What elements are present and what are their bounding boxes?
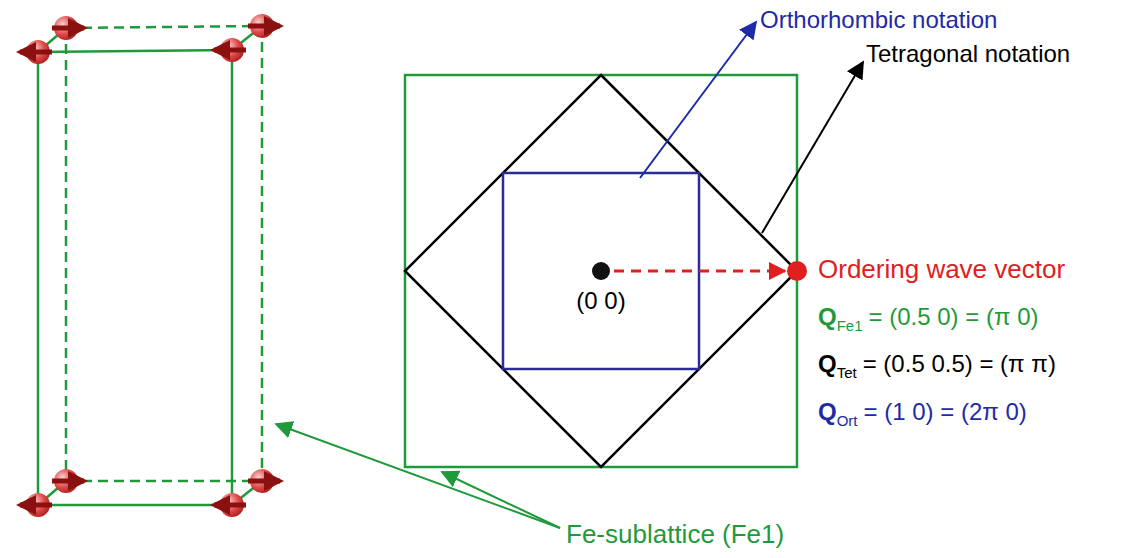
label: Ordering wave vector [818, 255, 1065, 285]
label: Fe-sublattice (Fe1) [566, 520, 784, 550]
vector-subscript: Fe1 [837, 317, 863, 334]
wave-vector-row: QTet = (0.5 0.5) = (π π) [818, 350, 1056, 381]
vector-subscript: Tet [837, 364, 857, 381]
fe-atom [20, 40, 52, 64]
label: Tetragonal notation [866, 40, 1070, 68]
leader-line [276, 424, 560, 528]
fe-atom [20, 493, 52, 517]
tetragonal-zone [405, 75, 797, 467]
wave-vector-row: QFe1 = (0.5 0) = (π 0) [818, 303, 1039, 334]
fe-atom [248, 469, 280, 493]
fe-atoms [20, 14, 280, 517]
leader-line [762, 62, 863, 233]
fe1-zone [405, 75, 797, 467]
vector-symbol: Q [818, 303, 837, 330]
fe-atom [214, 38, 246, 62]
leader-line [640, 22, 756, 178]
vector-value: = (0.5 0.5) = (π π) [863, 350, 1056, 377]
vector-symbol: Q [818, 398, 837, 425]
vector-subscript: Ort [837, 412, 858, 429]
wave-vector-row: QOrt = (1 0) = (2π 0) [818, 398, 1027, 429]
fe-atom [248, 14, 280, 38]
label: (0 0) [576, 287, 625, 315]
fe-atom [52, 469, 84, 493]
unit-cell [38, 26, 262, 505]
wave-vector-dot [787, 261, 807, 281]
wave-vector-arrow [614, 270, 785, 273]
fe-atom [214, 493, 246, 517]
vector-symbol: Q [818, 350, 837, 377]
vector-value: = (1 0) = (2π 0) [864, 398, 1027, 425]
origin-dot [592, 262, 610, 280]
leader-line [442, 472, 560, 528]
vector-value: = (0.5 0) = (π 0) [869, 303, 1039, 330]
fe-atom [52, 16, 84, 40]
label: Orthorhombic notation [760, 6, 997, 34]
